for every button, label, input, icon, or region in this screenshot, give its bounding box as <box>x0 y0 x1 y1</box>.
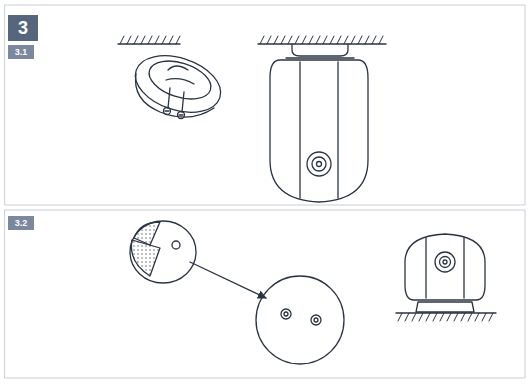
step-label-box: 3 <box>8 15 38 41</box>
mount-plate <box>128 46 228 123</box>
camera-floor <box>405 234 485 312</box>
panel-frame <box>5 210 525 378</box>
step-label-box: 3.2 <box>8 216 34 230</box>
base-plate <box>256 276 344 364</box>
panel-frame <box>5 5 525 205</box>
step-number: 3.2 <box>15 218 28 228</box>
step-label-box: 3.1 <box>8 45 34 59</box>
step-number: 3.1 <box>15 47 28 57</box>
step-number: 3 <box>18 18 28 39</box>
surface-hatch <box>118 36 496 321</box>
adhesive-pad <box>130 221 266 298</box>
camera-ceiling <box>270 44 368 202</box>
